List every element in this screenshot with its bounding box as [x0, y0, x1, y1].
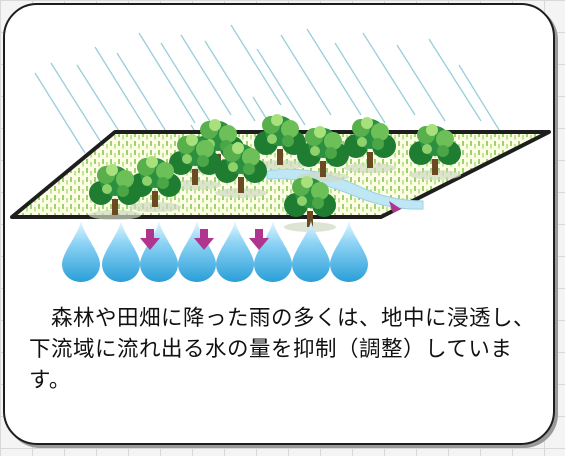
caption-text: 森林や田畑に降った雨の多くは、地中に浸透し、下流域に流れ出る水の量を抑制（調整）…	[29, 306, 536, 393]
illustration-card: 森林や田畑に降った雨の多くは、地中に浸透し、下流域に流れ出る水の量を抑制（調整）…	[3, 3, 555, 445]
seepage-arrow-icon	[389, 201, 401, 213]
rain-icon	[34, 24, 502, 200]
water-retention-illustration	[10, 24, 551, 282]
